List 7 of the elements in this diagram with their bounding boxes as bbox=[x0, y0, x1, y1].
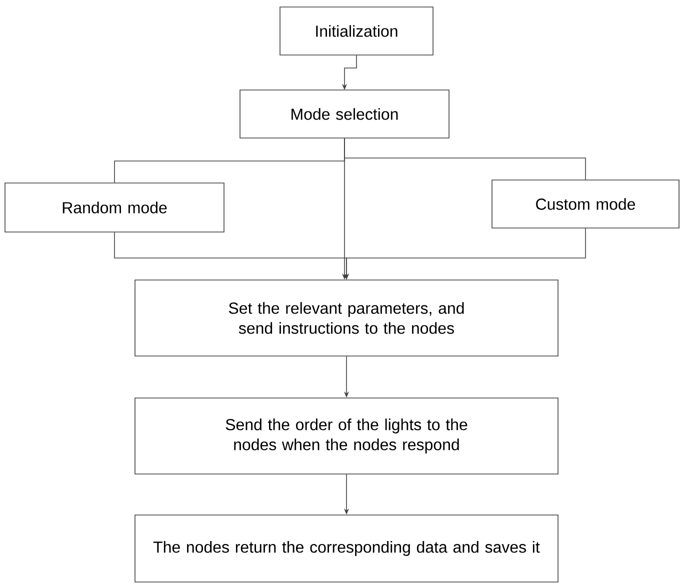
process-box: Custom mode bbox=[492, 180, 680, 228]
process-box: The nodes return the corresponding data and saves it bbox=[134, 514, 558, 582]
process-box: Send the order of the lights to the nodes when the nodes respond bbox=[134, 398, 558, 474]
process-box: Initialization bbox=[280, 6, 434, 56]
process-box: Set the relevant parameters, and send instructions to the nodes bbox=[134, 280, 558, 356]
process-box: Random mode bbox=[4, 182, 224, 232]
process-box: Mode selection bbox=[240, 90, 450, 138]
